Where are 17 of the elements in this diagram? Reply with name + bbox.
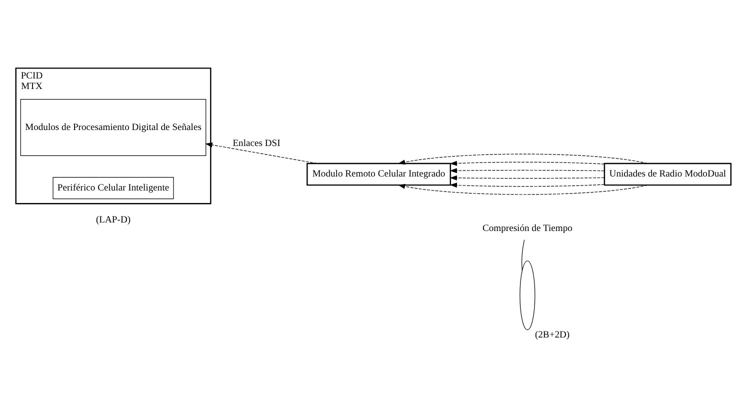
node-ellipse	[520, 260, 536, 330]
node-box: Unidades de Radio ModoDual	[604, 162, 732, 186]
arrow	[398, 154, 648, 165]
label: (LAP-D)	[96, 214, 131, 226]
connector	[522, 239, 525, 271]
arrow	[450, 175, 605, 180]
node-label: (2B+2D)	[534, 329, 570, 340]
arrow	[205, 142, 318, 164]
node-box: Modulo Remoto Celular Integrado	[306, 162, 452, 186]
edge-label: Enlaces DSI	[232, 138, 280, 149]
node-text: Compresión de Tiempo	[482, 223, 572, 234]
arrow	[450, 160, 605, 166]
node-box: Modulos de Procesamiento Digital de Señales	[20, 99, 206, 156]
arrow	[450, 168, 605, 174]
arrow	[450, 182, 605, 188]
arrow	[398, 184, 648, 195]
node-box: Periférico Celular Inteligente	[52, 176, 174, 200]
